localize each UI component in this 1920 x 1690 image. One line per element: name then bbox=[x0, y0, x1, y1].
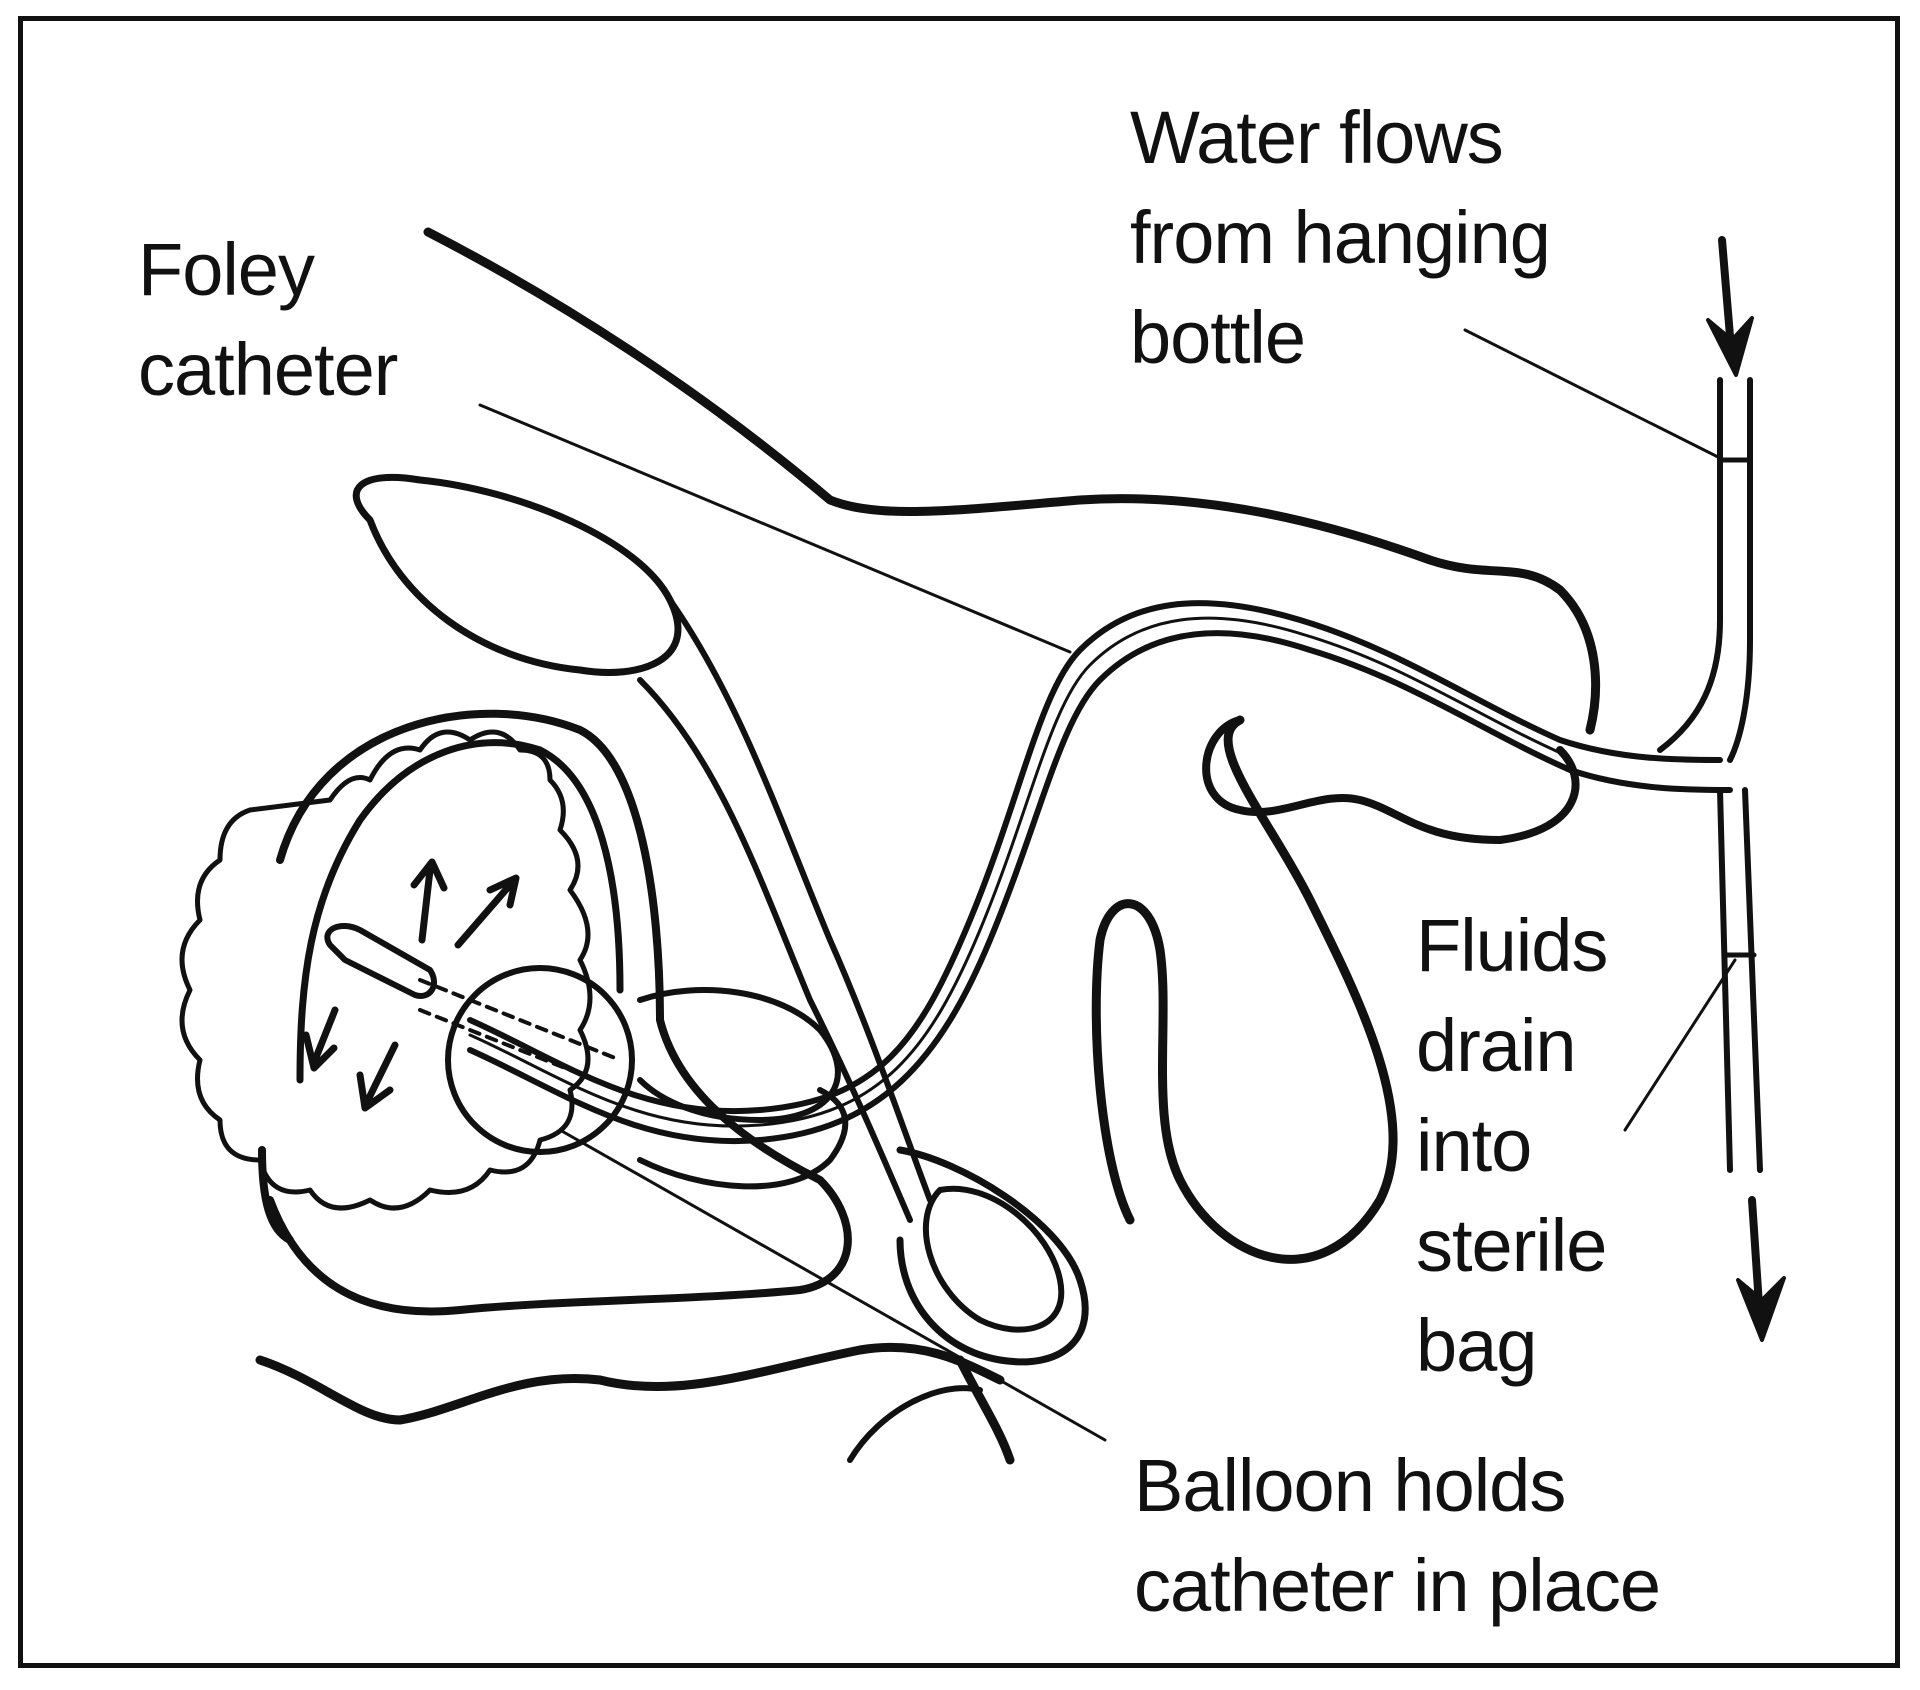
leader-water bbox=[1463, 328, 1722, 460]
bladder-outer-wall-2 bbox=[296, 739, 624, 1084]
bladder-inner-lining bbox=[179, 729, 593, 1211]
drain-tube-left bbox=[1717, 787, 1733, 1173]
label-balloon-line-1: Balloon holds bbox=[1134, 1444, 1566, 1527]
scrotum-outer bbox=[896, 1146, 1089, 1366]
label-fluids-line-3: into bbox=[1416, 1104, 1532, 1187]
vas-deferens-outer bbox=[667, 597, 933, 1203]
seminal-vesicle bbox=[352, 473, 682, 676]
label-water-line-3: bottle bbox=[1130, 296, 1306, 379]
pelvic-bone-outline bbox=[1202, 716, 1580, 844]
label-water-line-1: Water flows bbox=[1130, 96, 1504, 179]
label-foley-line-2: catheter bbox=[138, 328, 398, 411]
inflow-tube-left bbox=[1657, 377, 1723, 753]
left-lower-curve bbox=[258, 1146, 294, 1244]
flow-arrow-down-2 bbox=[356, 1041, 399, 1112]
catheter-tube-inner bbox=[467, 630, 1733, 1145]
flow-arrow-up-1 bbox=[410, 858, 448, 944]
bladder-outer-wall bbox=[266, 709, 852, 1316]
catheter-tip-dashed bbox=[418, 978, 622, 1092]
testicle bbox=[923, 1185, 1065, 1333]
flow-arrow-down-1 bbox=[302, 1006, 339, 1072]
label-water-line-2: from hanging bbox=[1130, 196, 1551, 279]
label-fluids-line-5: bag bbox=[1416, 1304, 1537, 1387]
penis-loop-outer bbox=[1091, 715, 1398, 1264]
scrotum-lower-curve bbox=[847, 1385, 983, 1463]
leader-fluids bbox=[1623, 958, 1737, 1132]
label-balloon-holds: Balloon holds catheter in place bbox=[1134, 1436, 1661, 1636]
label-fluids-line-4: sterile bbox=[1416, 1204, 1607, 1287]
label-fluids-drain: Fluids drain into sterile bag bbox=[1416, 896, 1608, 1396]
prostate bbox=[445, 965, 635, 1155]
perineum-outline bbox=[255, 1342, 1005, 1425]
label-fluids-line-2: drain bbox=[1416, 1004, 1577, 1087]
penis-lower-line bbox=[955, 1355, 1015, 1465]
flow-arrow-up-2 bbox=[454, 874, 520, 949]
label-balloon-line-2: catheter in place bbox=[1134, 1544, 1661, 1627]
catheter-tube-center bbox=[468, 616, 1567, 1128]
catheter-tube-outer bbox=[467, 600, 1723, 1115]
label-foley-catheter: Foley catheter bbox=[138, 220, 398, 420]
label-water-flows: Water flows from hanging bottle bbox=[1130, 88, 1551, 388]
leader-balloon bbox=[558, 1128, 1107, 1442]
inflow-arrow-head bbox=[1706, 316, 1754, 377]
label-foley-line-1: Foley bbox=[138, 228, 315, 311]
abdomen-outline bbox=[423, 227, 1601, 735]
leader-foley bbox=[478, 403, 1072, 654]
drain-arrow-head bbox=[1736, 1276, 1786, 1342]
catheter-tip bbox=[324, 923, 437, 999]
vas-deferens-inner bbox=[637, 677, 913, 1223]
inflow-tube-right bbox=[1727, 377, 1753, 763]
drain-tube-right bbox=[1742, 787, 1763, 1173]
label-fluids-line-1: Fluids bbox=[1416, 904, 1608, 987]
